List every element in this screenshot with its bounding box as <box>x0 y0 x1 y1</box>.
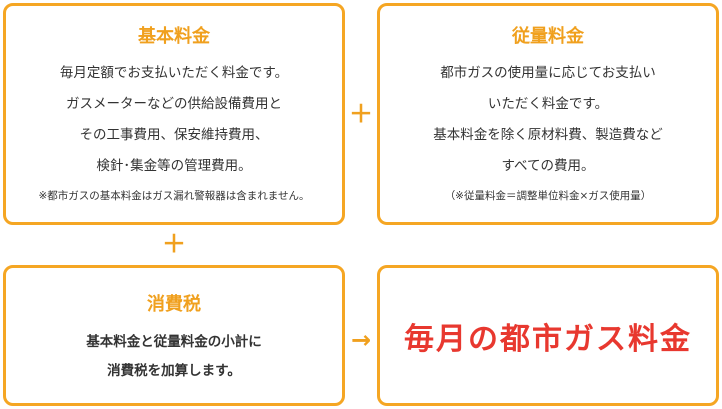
monthly-total-box: 毎月の都市ガス料金 <box>377 265 719 406</box>
consumption-tax-box: 消費税 基本料金と従量料金の小計に 消費税を加算します。 <box>3 265 345 406</box>
arrow-right-icon: → <box>350 326 372 354</box>
basic-charge-note: ※都市ガスの基本料金はガス漏れ警報器は含まれません。 <box>38 190 310 202</box>
basic-charge-box: 基本料金 毎月定額でお支払いただく料金です。 ガスメーターなどの供給設備費用と … <box>3 3 345 225</box>
usage-charge-line: すべての費用。 <box>501 158 595 174</box>
basic-charge-line: 検針･集金等の管理費用。 <box>96 158 252 174</box>
basic-charge-line: その工事費用、保安維持費用、 <box>79 127 269 143</box>
usage-charge-title: 従量料金 <box>512 26 584 47</box>
plus-icon: ＋ <box>162 230 186 258</box>
usage-charge-box: 従量料金 都市ガスの使用量に応じてお支払い いただく料金です。 基本料金を除く原… <box>377 3 719 225</box>
consumption-tax-line: 消費税を加算します。 <box>107 363 241 379</box>
basic-charge-line: ガスメーターなどの供給設備費用と <box>66 96 282 112</box>
consumption-tax-title: 消費税 <box>147 294 201 315</box>
consumption-tax-line: 基本料金と従量料金の小計に <box>86 334 262 350</box>
monthly-total-text: 毎月の都市ガス料金 <box>404 321 692 357</box>
usage-charge-line: 都市ガスの使用量に応じてお支払い <box>440 65 656 81</box>
usage-charge-line: 基本料金を除く原材料費、製造費など <box>433 127 663 143</box>
plus-icon: ＋ <box>349 100 373 128</box>
basic-charge-line: 毎月定額でお支払いただく料金です。 <box>59 65 289 81</box>
basic-charge-title: 基本料金 <box>138 26 210 47</box>
usage-charge-note: （※従量料金＝調整単位料金×ガス使用量） <box>444 190 652 202</box>
usage-charge-line: いただく料金です。 <box>487 96 609 112</box>
